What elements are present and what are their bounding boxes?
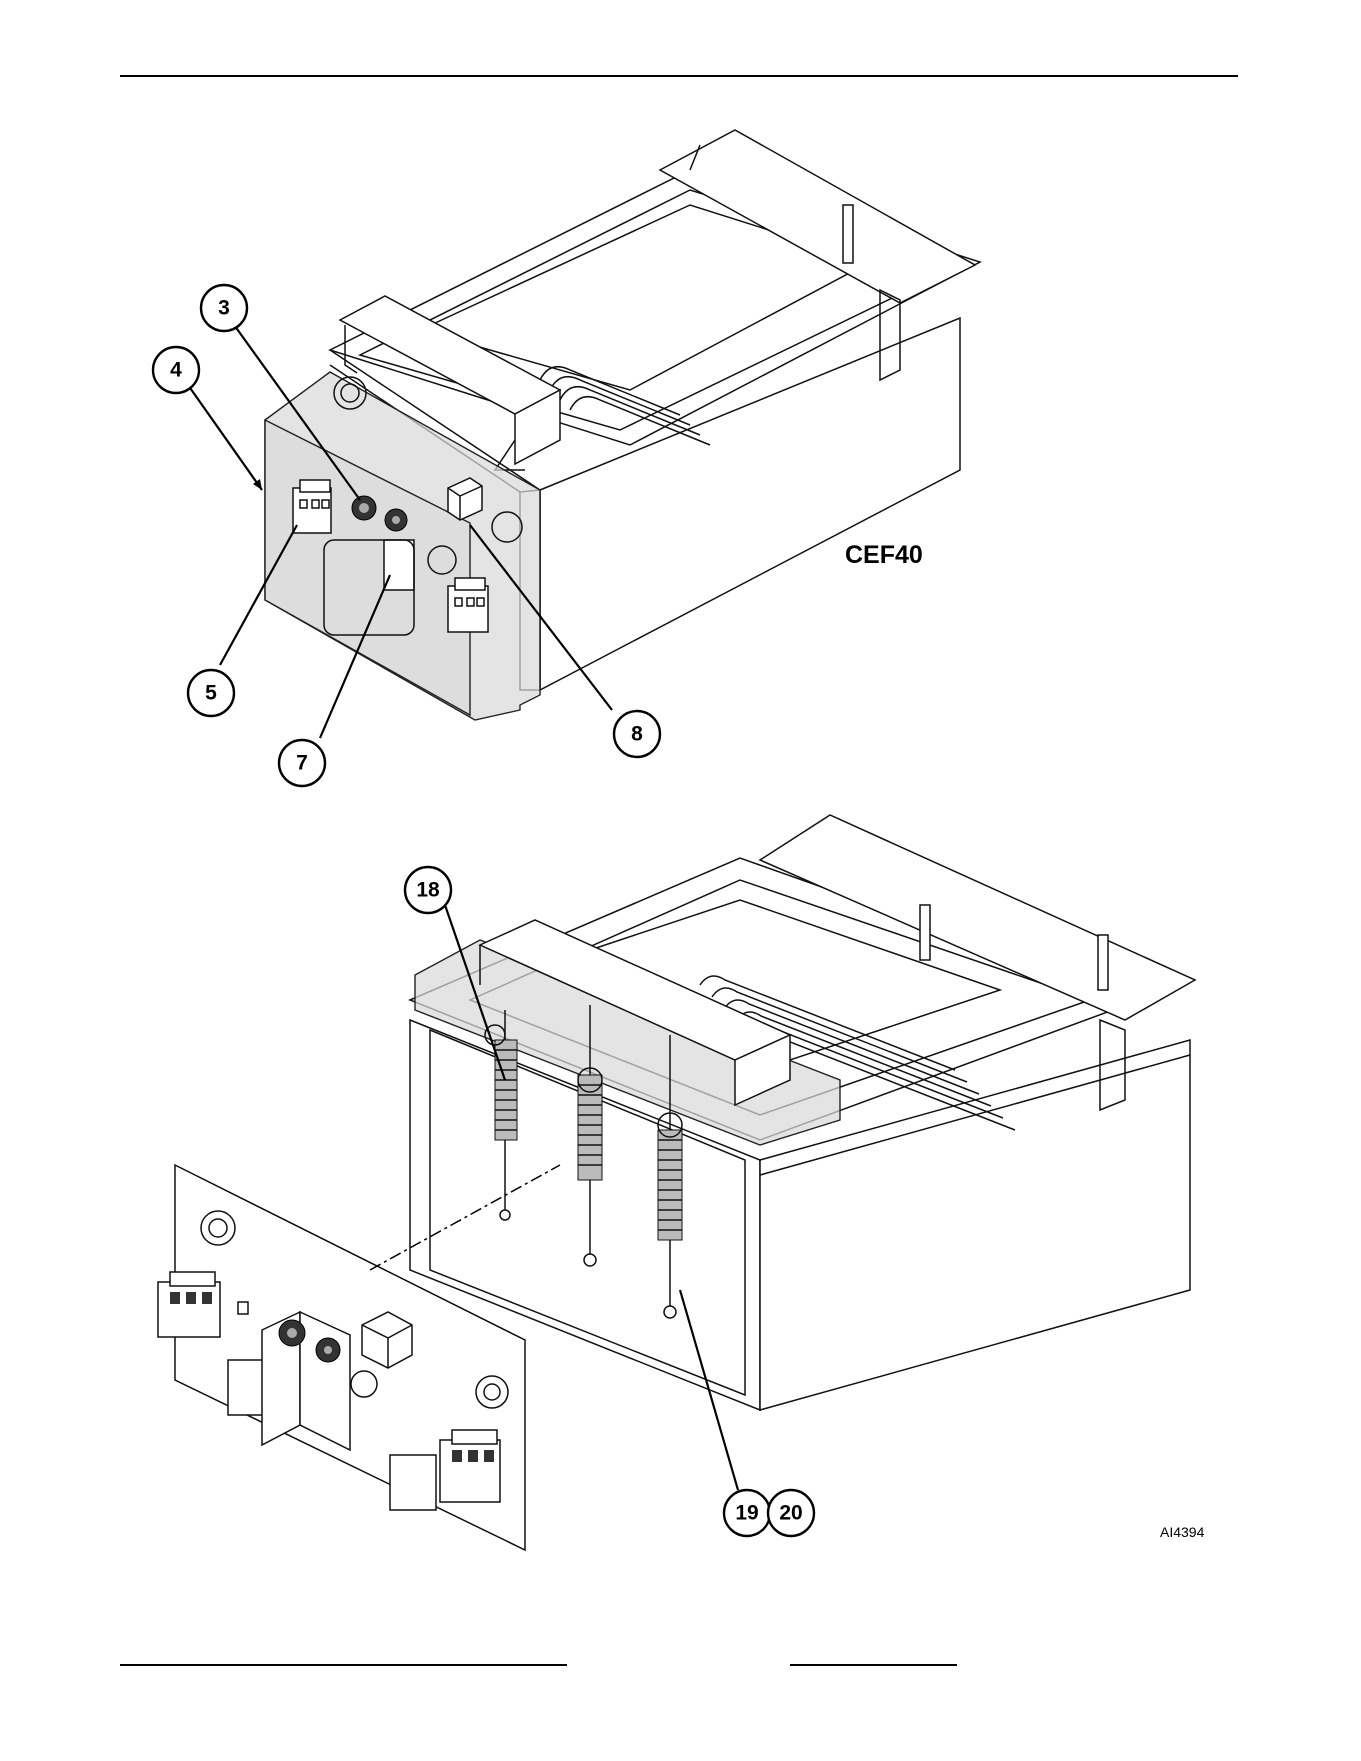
- svg-text:7: 7: [296, 752, 308, 775]
- svg-text:19: 19: [735, 1502, 758, 1525]
- relay-block: [384, 540, 414, 590]
- top-fryer-assembly: [265, 130, 980, 720]
- callout-7: 7: [279, 740, 325, 786]
- contactor-left: [293, 480, 331, 533]
- svg-text:20: 20: [779, 1502, 802, 1525]
- drawing-reference-code: AI4394: [1160, 1524, 1205, 1540]
- svg-text:4: 4: [170, 359, 182, 382]
- callout-3: 3: [201, 285, 247, 331]
- svg-text:18: 18: [416, 879, 440, 902]
- svg-text:5: 5: [205, 682, 217, 705]
- callout-5: 5: [188, 670, 234, 716]
- callout-8: 8: [614, 711, 660, 757]
- callout-20: 20: [768, 1490, 814, 1536]
- svg-text:8: 8: [631, 723, 643, 746]
- model-label: CEF40: [845, 541, 923, 569]
- callout-19: 19: [724, 1490, 770, 1536]
- bottom-fryer-assembly: [410, 815, 1195, 1410]
- contactor-left: [158, 1272, 220, 1337]
- callout-4: 4: [153, 347, 199, 393]
- contactor-right: [448, 578, 488, 632]
- svg-text:3: 3: [218, 297, 230, 320]
- callout-18: 18: [405, 867, 451, 913]
